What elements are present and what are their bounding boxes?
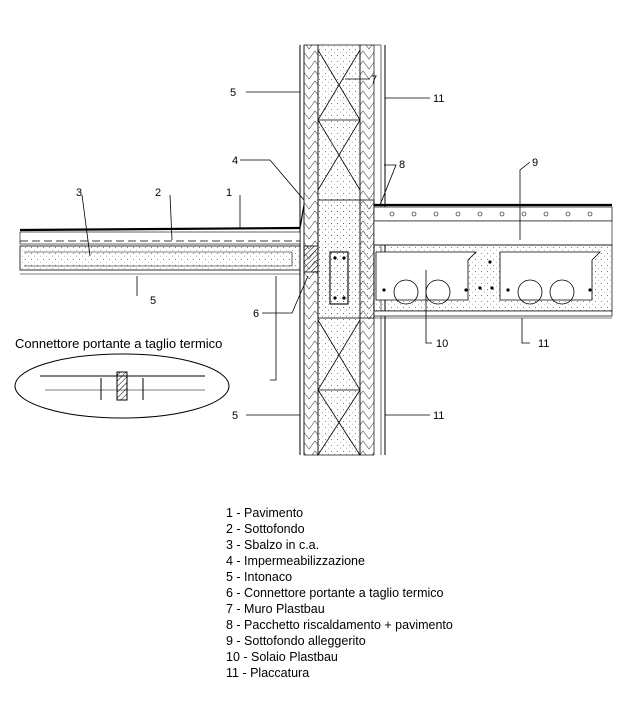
leader-lines — [81, 78, 531, 416]
callout-11-bot: 11 — [433, 410, 444, 422]
connector-detail-title: Connettore portante a taglio termico — [15, 336, 222, 351]
callout-7: 7 — [371, 74, 377, 86]
legend: 1 - Pavimento 2 - Sottofondo 3 - Sbalzo … — [226, 505, 453, 681]
legend-item: 2 - Sottofondo — [226, 522, 305, 536]
legend-item: 6 - Connettore portante a taglio termico — [226, 586, 444, 600]
legend-item: 1 - Pavimento — [226, 506, 304, 520]
callout-6: 6 — [253, 308, 259, 320]
callout-2: 2 — [155, 187, 161, 199]
legend-item: 11 - Placcatura — [226, 666, 310, 680]
legend-item: 9 - Sottofondo alleggerito — [226, 634, 366, 648]
legend-item: 10 - Solaio Plastbau — [226, 650, 338, 664]
callout-3: 3 — [76, 187, 82, 199]
wall-beam — [317, 199, 375, 319]
legend-item: 3 - Sbalzo in c.a. — [226, 538, 320, 552]
callout-11-mid: 11 — [538, 338, 549, 350]
callout-1: 1 — [226, 187, 232, 199]
connector-detail — [14, 353, 230, 419]
legend-item: 4 - Impermeabilizzazione — [226, 554, 365, 568]
callout-5-top: 5 — [230, 87, 236, 99]
callout-9: 9 — [532, 157, 538, 169]
callout-10: 10 — [436, 338, 448, 350]
callout-11-top: 11 — [433, 93, 444, 105]
callout-8: 8 — [399, 159, 405, 171]
construction-detail-drawing: 5 7 11 4 8 9 3 2 1 5 6 10 11 5 11 Connet… — [14, 44, 613, 456]
callout-5-bot: 5 — [232, 410, 238, 422]
callout-labels: 5 7 11 4 8 9 3 2 1 5 6 10 11 5 11 Connet… — [15, 74, 549, 422]
legend-item: 8 - Pacchetto riscaldamento + pavimento — [226, 618, 453, 632]
legend-item: 5 - Intonaco — [226, 570, 293, 584]
callout-4: 4 — [232, 155, 238, 167]
floor-slab — [373, 203, 613, 319]
balcony-cantilever — [19, 204, 319, 275]
callout-5-mid: 5 — [150, 295, 156, 307]
legend-item: 7 - Muro Plastbau — [226, 602, 325, 616]
